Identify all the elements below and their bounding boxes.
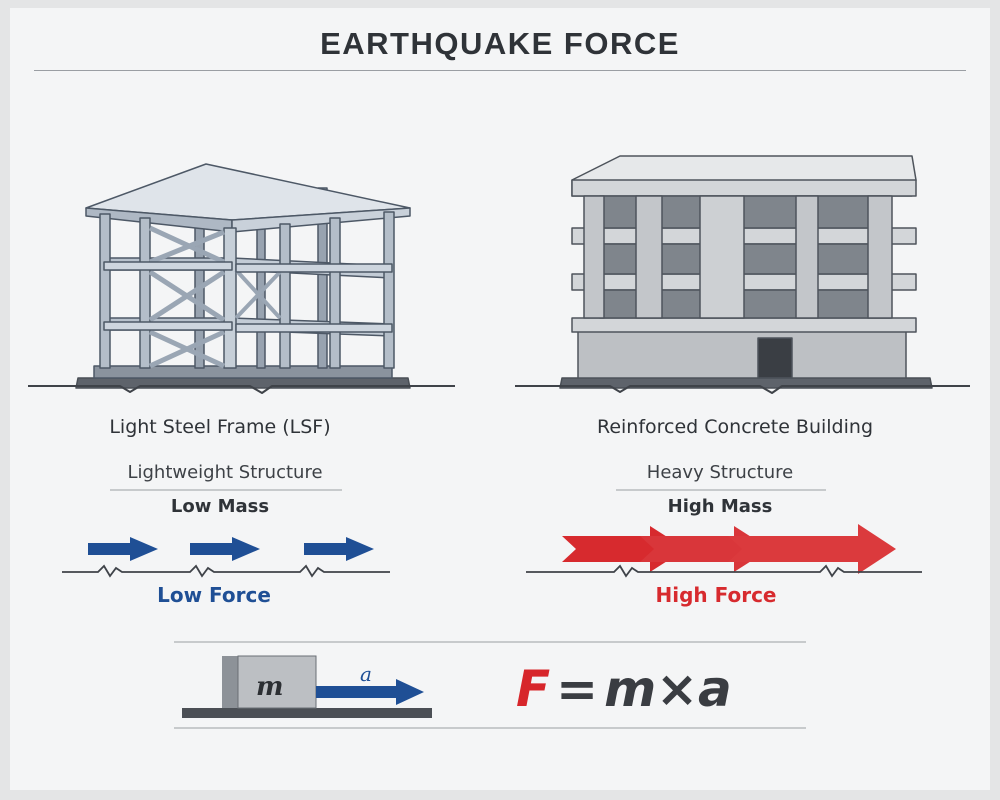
low-force-ground-crack [62,564,390,578]
force-formula: F=m×a [516,660,776,718]
low-force-arrow-3 [304,537,374,561]
high-force-arrow-3 [728,524,896,574]
lsf-structure-label: Lightweight Structure [127,462,323,483]
concrete-building [515,155,970,394]
mass-block-diagram [182,655,432,718]
formula-force-symbol: F [516,660,551,718]
high-force-ground-crack [526,564,922,578]
concrete-mass-label: High Mass [667,496,773,517]
acceleration-symbol: a [360,662,372,686]
low-force-arrow-2 [190,537,260,561]
high-force-label: High Force [655,583,777,607]
acceleration-arrow [316,679,424,705]
concrete-structure-label: Heavy Structure [646,462,794,483]
low-force-arrow-1 [88,537,158,561]
page-title: EARTHQUAKE FORCE [320,26,680,61]
infographic-background [10,8,990,790]
low-force-arrows [88,537,374,561]
formula-equals: = [556,660,599,718]
formula-rhs: m×a [604,660,732,718]
steel-frame-building [28,163,455,394]
lsf-name-label: Light Steel Frame (LSF) [109,416,331,438]
title-divider [34,70,966,71]
mass-symbol: m [256,672,284,702]
concrete-name-label: Reinforced Concrete Building [596,416,874,438]
lsf-mass-label: Low Mass [170,496,270,517]
low-force-label: Low Force [157,583,271,607]
high-force-arrows [562,524,896,574]
